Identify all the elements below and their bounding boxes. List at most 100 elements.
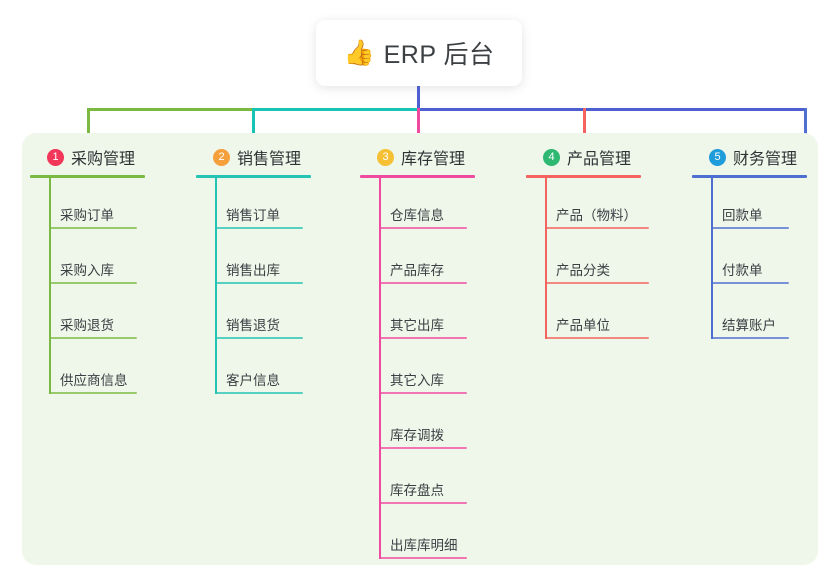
leaf-label: 产品（物料） [556, 208, 637, 223]
leaf-label: 采购订单 [60, 208, 114, 223]
leaf-divider [379, 282, 467, 284]
leaf-divider [379, 337, 467, 339]
leaf-item[interactable]: 出库库明细 [360, 508, 475, 563]
leaf-divider [711, 282, 789, 284]
leaf-label: 销售退货 [226, 318, 280, 333]
leaf-divider [215, 392, 303, 394]
leaf-item[interactable]: 销售订单 [196, 178, 311, 233]
leaf-item[interactable]: 销售出库 [196, 233, 311, 288]
leaf-item[interactable]: 供应商信息 [30, 343, 145, 398]
column-title: 库存管理 [401, 151, 466, 168]
root-trunk-connector [417, 86, 420, 110]
leaf-label: 采购退货 [60, 318, 114, 333]
leaf-item[interactable]: 回款单 [692, 178, 807, 233]
root-node[interactable]: 👍 ERP 后台 [316, 20, 522, 86]
column-divider [692, 175, 807, 178]
leaf-item[interactable]: 产品单位 [526, 288, 649, 343]
bus-segment-green [87, 108, 254, 111]
drop-connector-1 [87, 108, 90, 148]
leaf-divider [215, 337, 303, 339]
column-badge-icon: 5 [709, 148, 726, 166]
leaf-item[interactable]: 付款单 [692, 233, 807, 288]
leaf-item[interactable]: 库存调拨 [360, 398, 475, 453]
bus-segment-teal [252, 108, 419, 111]
column-5: 5 财务管理回款单付款单结算账户 [692, 145, 807, 343]
leaf-list: 采购订单采购入库采购退货供应商信息 [30, 178, 145, 398]
leaf-item[interactable]: 结算账户 [692, 288, 807, 343]
leaf-label: 销售订单 [226, 208, 280, 223]
column-badge-icon: 2 [213, 148, 230, 166]
leaf-divider [379, 447, 467, 449]
column-divider [196, 175, 311, 178]
leaf-label: 其它出库 [390, 318, 444, 333]
leaf-divider [49, 282, 137, 284]
leaf-item[interactable]: 产品库存 [360, 233, 475, 288]
leaf-divider [379, 557, 467, 559]
leaf-divider [545, 227, 649, 229]
drop-connector-2 [252, 108, 255, 148]
column-badge-icon: 1 [47, 148, 64, 166]
leaf-label: 客户信息 [226, 373, 280, 388]
leaf-divider [215, 282, 303, 284]
leaf-divider [49, 227, 137, 229]
leaf-label: 产品库存 [390, 263, 444, 278]
leaf-item[interactable]: 采购退货 [30, 288, 145, 343]
root-label: ERP 后台 [383, 41, 495, 69]
thumbs-up-icon: 👍 [343, 38, 375, 67]
leaf-label: 出库库明细 [390, 538, 458, 553]
leaf-label: 结算账户 [722, 318, 776, 333]
leaf-divider [215, 227, 303, 229]
leaf-item[interactable]: 采购入库 [30, 233, 145, 288]
leaf-item[interactable]: 仓库信息 [360, 178, 475, 233]
column-header-5[interactable]: 5 财务管理 [692, 145, 807, 169]
column-header-3[interactable]: 3 库存管理 [360, 145, 475, 169]
column-2: 2 销售管理销售订单销售出库销售退货客户信息 [196, 145, 311, 398]
leaf-divider [379, 227, 467, 229]
column-3: 3 库存管理仓库信息产品库存其它出库其它入库库存调拨库存盘点出库库明细 [360, 145, 475, 563]
leaf-list: 仓库信息产品库存其它出库其它入库库存调拨库存盘点出库库明细 [360, 178, 475, 563]
leaf-divider [49, 337, 137, 339]
content-panel [22, 133, 818, 565]
column-stem [49, 178, 51, 394]
leaf-item[interactable]: 库存盘点 [360, 453, 475, 508]
leaf-item[interactable]: 销售退货 [196, 288, 311, 343]
column-stem [215, 178, 217, 394]
column-header-2[interactable]: 2 销售管理 [196, 145, 311, 169]
column-header-4[interactable]: 4 产品管理 [526, 145, 641, 169]
leaf-list: 产品（物料） 产品分类产品单位 [526, 178, 649, 343]
column-badge-icon: 4 [543, 148, 560, 166]
leaf-label: 仓库信息 [390, 208, 444, 223]
column-stem [379, 178, 381, 559]
column-badge-icon: 3 [377, 148, 394, 166]
leaf-item[interactable]: 采购订单 [30, 178, 145, 233]
column-divider [360, 175, 475, 178]
leaf-item[interactable]: 其它入库 [360, 343, 475, 398]
leaf-list: 回款单付款单结算账户 [692, 178, 807, 343]
leaf-item[interactable]: 产品（物料） [526, 178, 649, 233]
bus-segment-blue [417, 108, 807, 111]
leaf-list: 销售订单销售出库销售退货客户信息 [196, 178, 311, 398]
leaf-label: 其它入库 [390, 373, 444, 388]
column-title: 财务管理 [733, 151, 798, 168]
leaf-label: 销售出库 [226, 263, 280, 278]
column-title: 产品管理 [567, 151, 632, 168]
leaf-item[interactable]: 产品分类 [526, 233, 649, 288]
leaf-label: 库存调拨 [390, 428, 444, 443]
column-stem [545, 178, 547, 339]
leaf-divider [379, 502, 467, 504]
column-title: 销售管理 [237, 151, 302, 168]
leaf-item[interactable]: 其它出库 [360, 288, 475, 343]
column-divider [526, 175, 641, 178]
leaf-divider [711, 337, 789, 339]
leaf-label: 付款单 [722, 263, 763, 278]
leaf-label: 供应商信息 [60, 373, 128, 388]
leaf-item[interactable]: 客户信息 [196, 343, 311, 398]
leaf-divider [379, 392, 467, 394]
drop-connector-5 [804, 108, 807, 148]
column-stem [711, 178, 713, 339]
drop-connector-4 [583, 108, 586, 148]
leaf-divider [545, 282, 649, 284]
